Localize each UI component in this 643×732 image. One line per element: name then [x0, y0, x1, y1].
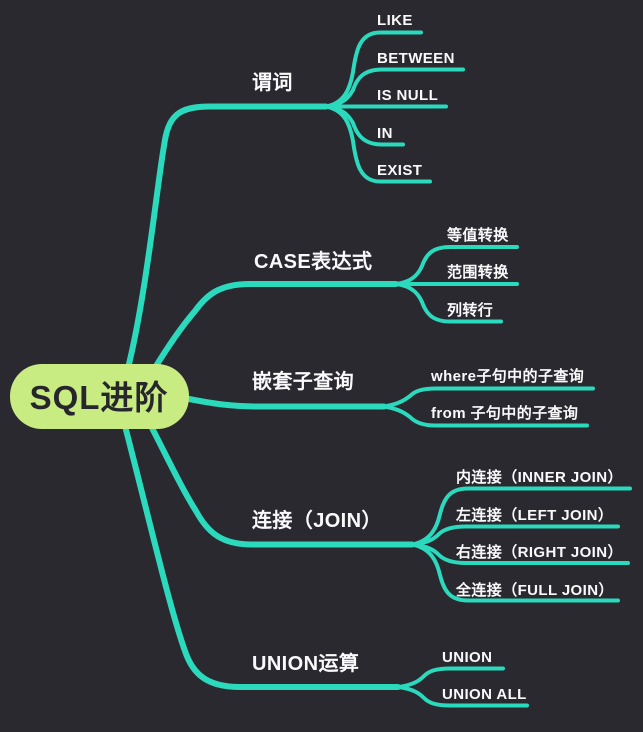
child-node-inner-join[interactable]: 内连接（INNER JOIN）: [456, 468, 623, 486]
connector-root-join: [148, 423, 415, 548]
branch-node-join[interactable]: 连接（JOIN）: [252, 508, 382, 532]
root-node[interactable]: [10, 364, 189, 429]
connector-nested-where-subquery: [382, 386, 595, 409]
branch-child-connectors: [324, 30, 632, 708]
child-node-equal-conversion[interactable]: 等值转换: [447, 226, 509, 244]
child-node-range-conversion[interactable]: 范围转换: [447, 263, 509, 281]
connector-predicates-like: [324, 30, 423, 109]
connector-union-union-all: [396, 685, 529, 708]
root-node-label[interactable]: SQL进阶: [30, 379, 169, 416]
branch-node-nested-subquery[interactable]: 嵌套子查询: [252, 369, 354, 393]
connector-join-right: [410, 542, 630, 565]
connector-case-column-to-row: [394, 282, 503, 324]
child-node-like[interactable]: LIKE: [377, 12, 413, 29]
connector-predicates-exist: [324, 104, 432, 184]
connector-case-equal-conversion: [394, 245, 519, 286]
connector-union-union: [396, 666, 505, 689]
child-node-where-subquery[interactable]: where子句中的子查询: [430, 367, 584, 385]
connector-root-case-expression: [150, 281, 399, 374]
child-node-full-join[interactable]: 全连接（FULL JOIN）: [455, 581, 614, 599]
connector-predicates-between: [324, 67, 465, 109]
child-node-right-join[interactable]: 右连接（RIGHT JOIN）: [456, 543, 623, 561]
branch-node-predicates[interactable]: 谓词: [252, 71, 293, 94]
child-node-is-null[interactable]: IS NULL: [377, 87, 438, 104]
branch-node-union[interactable]: UNION运算: [252, 651, 359, 675]
child-node-from-subquery[interactable]: from 子句中的子查询: [431, 404, 578, 422]
child-node-column-to-row[interactable]: 列转行: [447, 301, 493, 319]
child-node-union-all[interactable]: UNION ALL: [442, 686, 527, 703]
connector-join-inner: [410, 486, 632, 547]
connector-join-left: [410, 524, 620, 547]
connector-root-predicates: [124, 103, 329, 375]
root-branch-connectors: [122, 103, 415, 690]
child-node-in[interactable]: IN: [377, 125, 393, 142]
connector-nested-from-subquery: [382, 404, 589, 428]
child-node-exist[interactable]: EXIST: [377, 162, 422, 179]
connector-root-union: [122, 423, 401, 690]
child-node-between[interactable]: BETWEEN: [377, 50, 455, 67]
child-node-union[interactable]: UNION: [442, 649, 492, 666]
connector-join-full: [410, 542, 620, 603]
child-node-left-join[interactable]: 左连接（LEFT JOIN）: [455, 506, 613, 524]
connector-root-nested-subquery: [181, 395, 387, 410]
branch-node-case-expression[interactable]: CASE表达式: [254, 249, 372, 273]
